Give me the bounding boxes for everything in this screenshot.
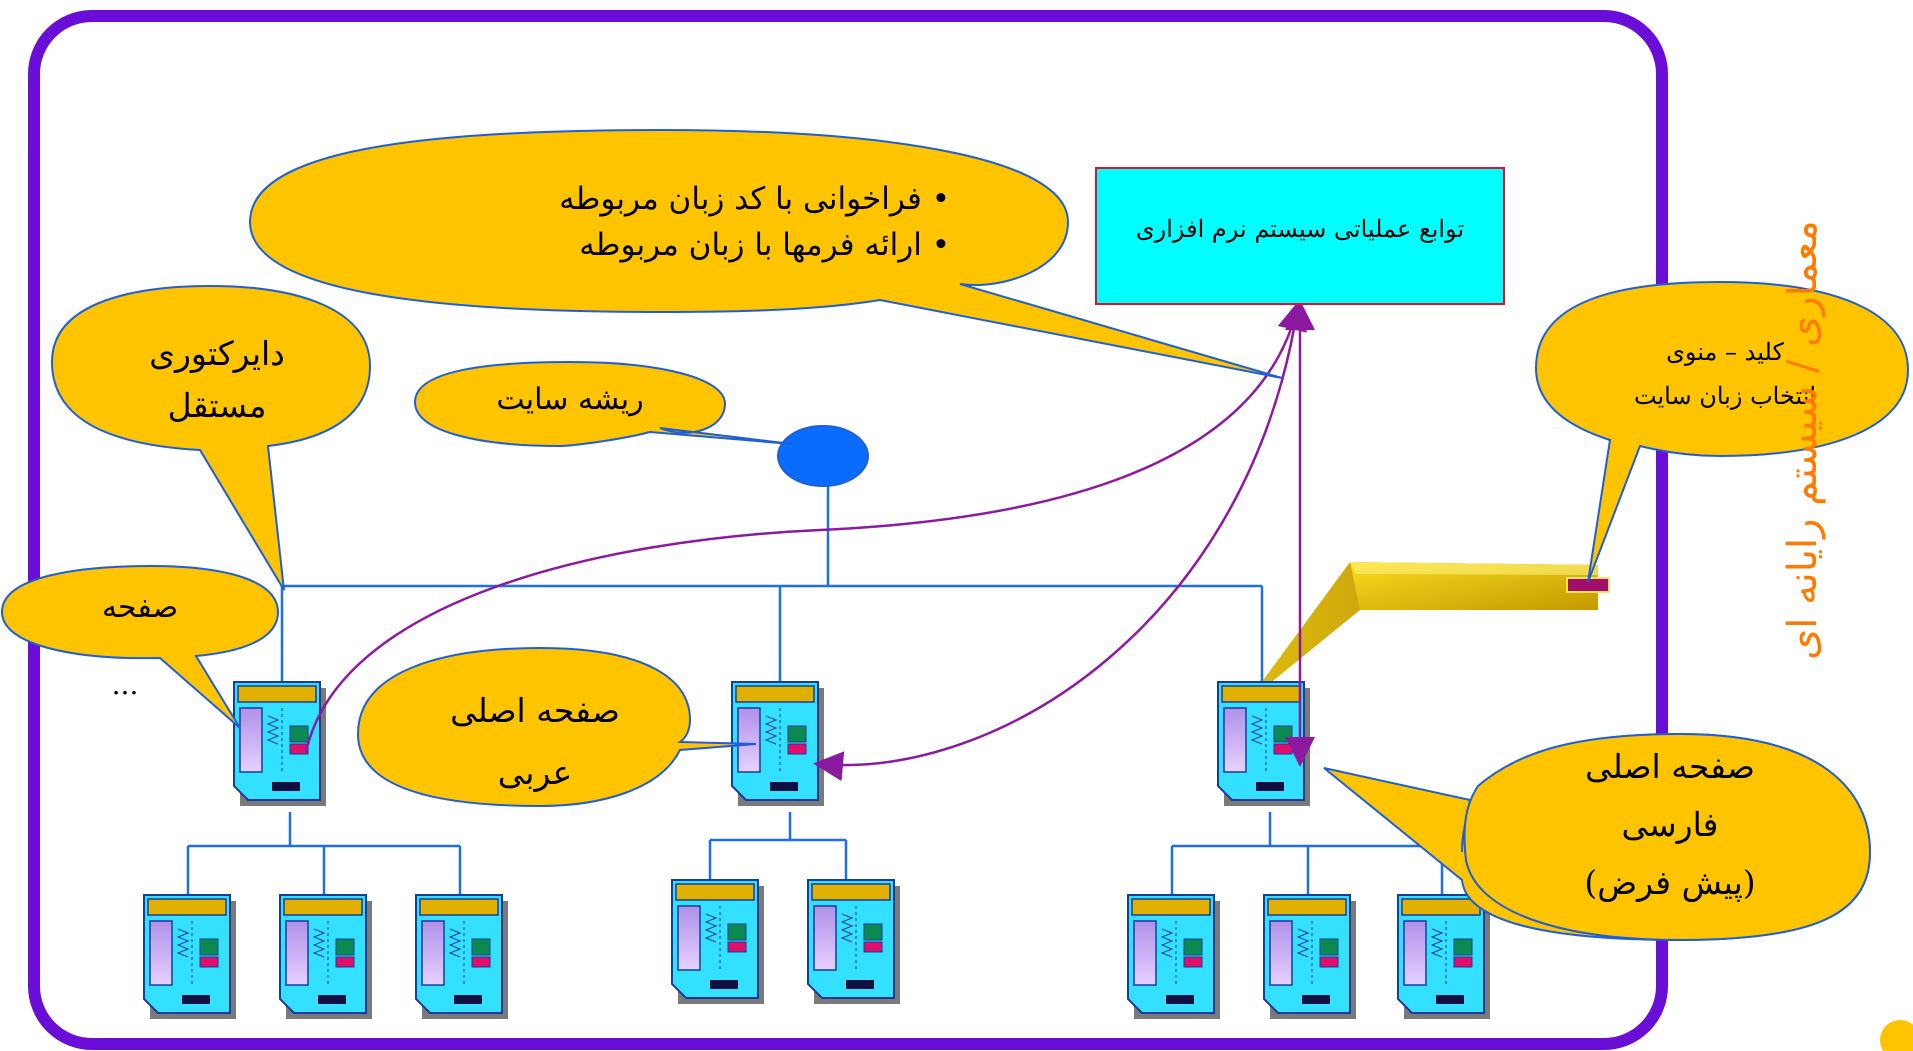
farsi-home-line: صفحه اصلی [1585,747,1755,786]
language-key-line: انتخاب زبان سایت [1633,382,1817,410]
directory-line: مستقل [167,386,267,425]
callout-site-root [413,360,793,448]
arabic-home-line: عربی [497,753,573,792]
page-icon-directory[interactable] [233,681,327,807]
language-key-line: کلید – منوی [1666,338,1784,366]
page-icon-child[interactable] [415,894,509,1020]
page-icon-child[interactable] [279,894,373,1020]
page-icon-child[interactable] [1397,894,1491,1020]
software-functions-box [1095,167,1505,305]
bullet-list: • فراخوانی با کد زبان مربوطه • ارائه فرم… [430,176,950,268]
farsi-home-label: صفحه اصلی فارسی (پیش فرض) [1520,738,1820,912]
page-icon-child[interactable] [807,879,901,1005]
side-label-part: سیستم رایانه ای [1780,385,1826,660]
corner-marker [1880,1020,1913,1051]
directory-line: دایرکتوری [149,334,285,373]
site-root-node [777,425,869,487]
callout-directory [50,284,372,591]
bullet-item: • فراخوانی با کد زبان مربوطه [430,176,950,222]
outer-frame [28,10,1668,1050]
arabic-home-line: صفحه اصلی [450,691,620,730]
page-ellipsis: ... [111,668,139,701]
language-key-label: کلید – منوی انتخاب زبان سایت [1570,330,1880,418]
call-arrows [304,300,1315,782]
callout-page [0,564,280,729]
side-label: معماری / سیستم رایانه ای [1780,220,1826,660]
directory-label: دایرکتوری مستقل [92,328,342,432]
farsi-home-line: فارسی [1621,805,1719,844]
bullet-text: ارائه فرمها با زبان مربوطه [579,227,922,263]
site-root-label: ریشه سایت [496,382,644,417]
language-menu-panel [1247,562,1610,702]
page-icon-child[interactable] [143,894,237,1020]
bullet-mark: • [931,227,950,263]
page-icon-child[interactable] [1127,894,1221,1020]
side-label-part: معماری / [1780,220,1826,374]
callout-farsi-home [1323,732,1872,942]
page-icon-child[interactable] [1263,894,1357,1020]
page-icon-farsi-home[interactable] [1217,681,1311,807]
page-icon-child[interactable] [671,879,765,1005]
page-label: صفحه [101,590,179,625]
callout-language-key [1534,280,1910,583]
callout-bullets [248,128,1283,379]
arabic-home-label: صفحه اصلی عربی [385,680,685,804]
bullet-item: • ارائه فرمها با زبان مربوطه [430,222,950,268]
callout-arabic-home [356,646,757,808]
farsi-home-line: (پیش فرض) [1584,863,1756,902]
software-box-label: توابع عملیاتی سیستم نرم افزاری [1135,215,1465,243]
tree-connectors [186,484,1444,897]
bullet-mark: • [931,181,950,217]
bullet-text: فراخوانی با کد زبان مربوطه [559,181,922,217]
